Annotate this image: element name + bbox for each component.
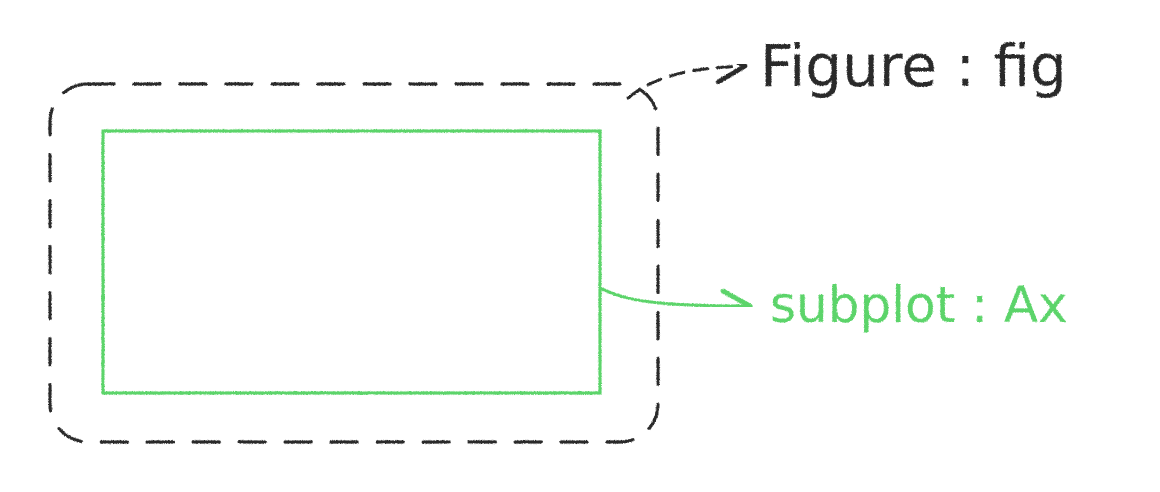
figure-pointer-arrow xyxy=(626,49,748,100)
subplot-pointer-arrow xyxy=(598,286,753,324)
subplot-boundary xyxy=(101,129,602,395)
figure-boundary xyxy=(48,82,660,444)
figure-label: Figure : fig xyxy=(760,32,1067,100)
subplot-label: subplot : Ax xyxy=(770,276,1068,334)
